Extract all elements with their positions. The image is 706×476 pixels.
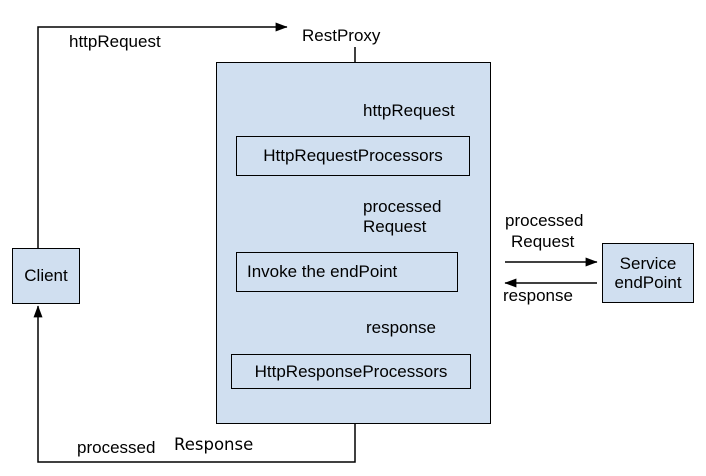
label-client-to-restproxy: httpRequest <box>69 32 161 51</box>
node-client[interactable]: Client <box>12 248 80 304</box>
node-service-endpoint-line2: endPoint <box>614 273 682 292</box>
node-invoke-endpoint[interactable]: Invoke the endPoint <box>236 252 458 292</box>
label-invoke-to-response-processors: response <box>366 318 436 337</box>
node-http-request-processors[interactable]: HttpRequestProcessors <box>236 136 470 176</box>
label-proxy-to-service-line2: Request <box>511 232 575 251</box>
node-http-response-processors-label: HttpResponseProcessors <box>254 361 448 381</box>
label-proxy-to-service-line1: processed <box>505 211 584 230</box>
node-http-response-processors[interactable]: HttpResponseProcessors <box>231 354 471 389</box>
node-service-endpoint-line1: Service <box>619 253 677 273</box>
label-service-to-proxy: response <box>503 286 573 305</box>
label-restproxy: RestProxy <box>302 26 381 45</box>
label-processed-request-inner-line2: Request <box>363 217 427 236</box>
label-processed-request-inner-line1: processed <box>363 197 442 216</box>
label-proxy-to-client-line1: processed <box>77 438 156 457</box>
node-client-label: Client <box>24 266 68 286</box>
label-proxy-to-request-processors: httpRequest <box>363 101 455 120</box>
node-service-endpoint[interactable]: Service endPoint <box>602 243 694 303</box>
label-proxy-to-client-line2: Response <box>174 435 254 454</box>
node-invoke-endpoint-label: Invoke the endPoint <box>247 262 398 282</box>
node-http-request-processors-label: HttpRequestProcessors <box>263 146 443 166</box>
